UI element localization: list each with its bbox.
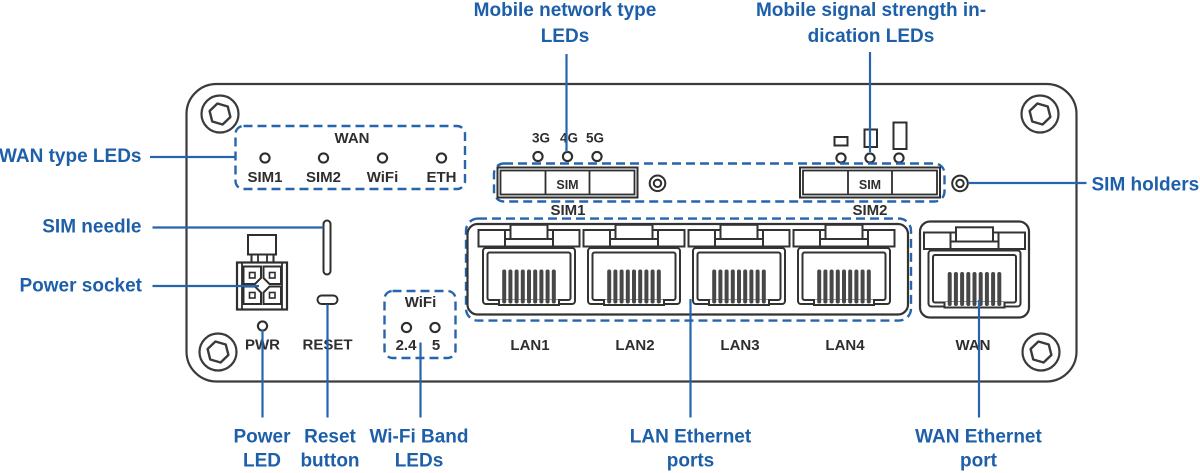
svg-text:LEDs: LEDs [541, 26, 590, 47]
svg-text:5: 5 [432, 337, 440, 354]
svg-text:Reset: Reset [304, 427, 356, 448]
svg-text:WAN: WAN [956, 337, 991, 354]
svg-text:WAN type LEDs: WAN type LEDs [0, 146, 142, 167]
svg-text:SIM needle: SIM needle [42, 217, 141, 238]
svg-text:LAN1: LAN1 [510, 337, 549, 354]
svg-text:LAN2: LAN2 [615, 337, 654, 354]
svg-text:WAN Ethernet: WAN Ethernet [915, 427, 1042, 448]
svg-text:3G: 3G [532, 131, 550, 146]
svg-text:SIM2: SIM2 [306, 169, 341, 186]
svg-text:SIM1: SIM1 [550, 202, 585, 219]
svg-text:LEDs: LEDs [395, 451, 444, 472]
svg-text:LAN Ethernet: LAN Ethernet [630, 427, 752, 448]
svg-text:Mobile network type: Mobile network type [474, 0, 657, 21]
svg-text:2.4: 2.4 [396, 337, 418, 354]
svg-text:LAN3: LAN3 [720, 337, 759, 354]
svg-text:WiFi: WiFi [405, 294, 437, 311]
svg-text:SIM2: SIM2 [852, 202, 887, 219]
svg-text:button: button [300, 451, 359, 472]
svg-text:WAN: WAN [335, 130, 370, 147]
svg-text:Power socket: Power socket [20, 276, 143, 297]
svg-text:Power: Power [233, 427, 291, 448]
svg-text:Mobile signal strength in-: Mobile signal strength in- [756, 0, 986, 21]
svg-text:WiFi: WiFi [367, 169, 399, 186]
svg-text:4G: 4G [560, 131, 578, 146]
svg-text:SIM holders: SIM holders [1092, 175, 1200, 196]
svg-text:ETH: ETH [427, 169, 457, 186]
svg-text:ports: ports [667, 451, 715, 472]
svg-text:dication LEDs: dication LEDs [808, 26, 935, 47]
svg-text:SIM1: SIM1 [247, 169, 282, 186]
svg-text:5G: 5G [586, 131, 604, 146]
svg-text:LED: LED [243, 451, 281, 472]
svg-text:Wi-Fi Band: Wi-Fi Band [369, 427, 468, 448]
svg-text:LAN4: LAN4 [825, 337, 865, 354]
svg-text:port: port [960, 451, 998, 472]
